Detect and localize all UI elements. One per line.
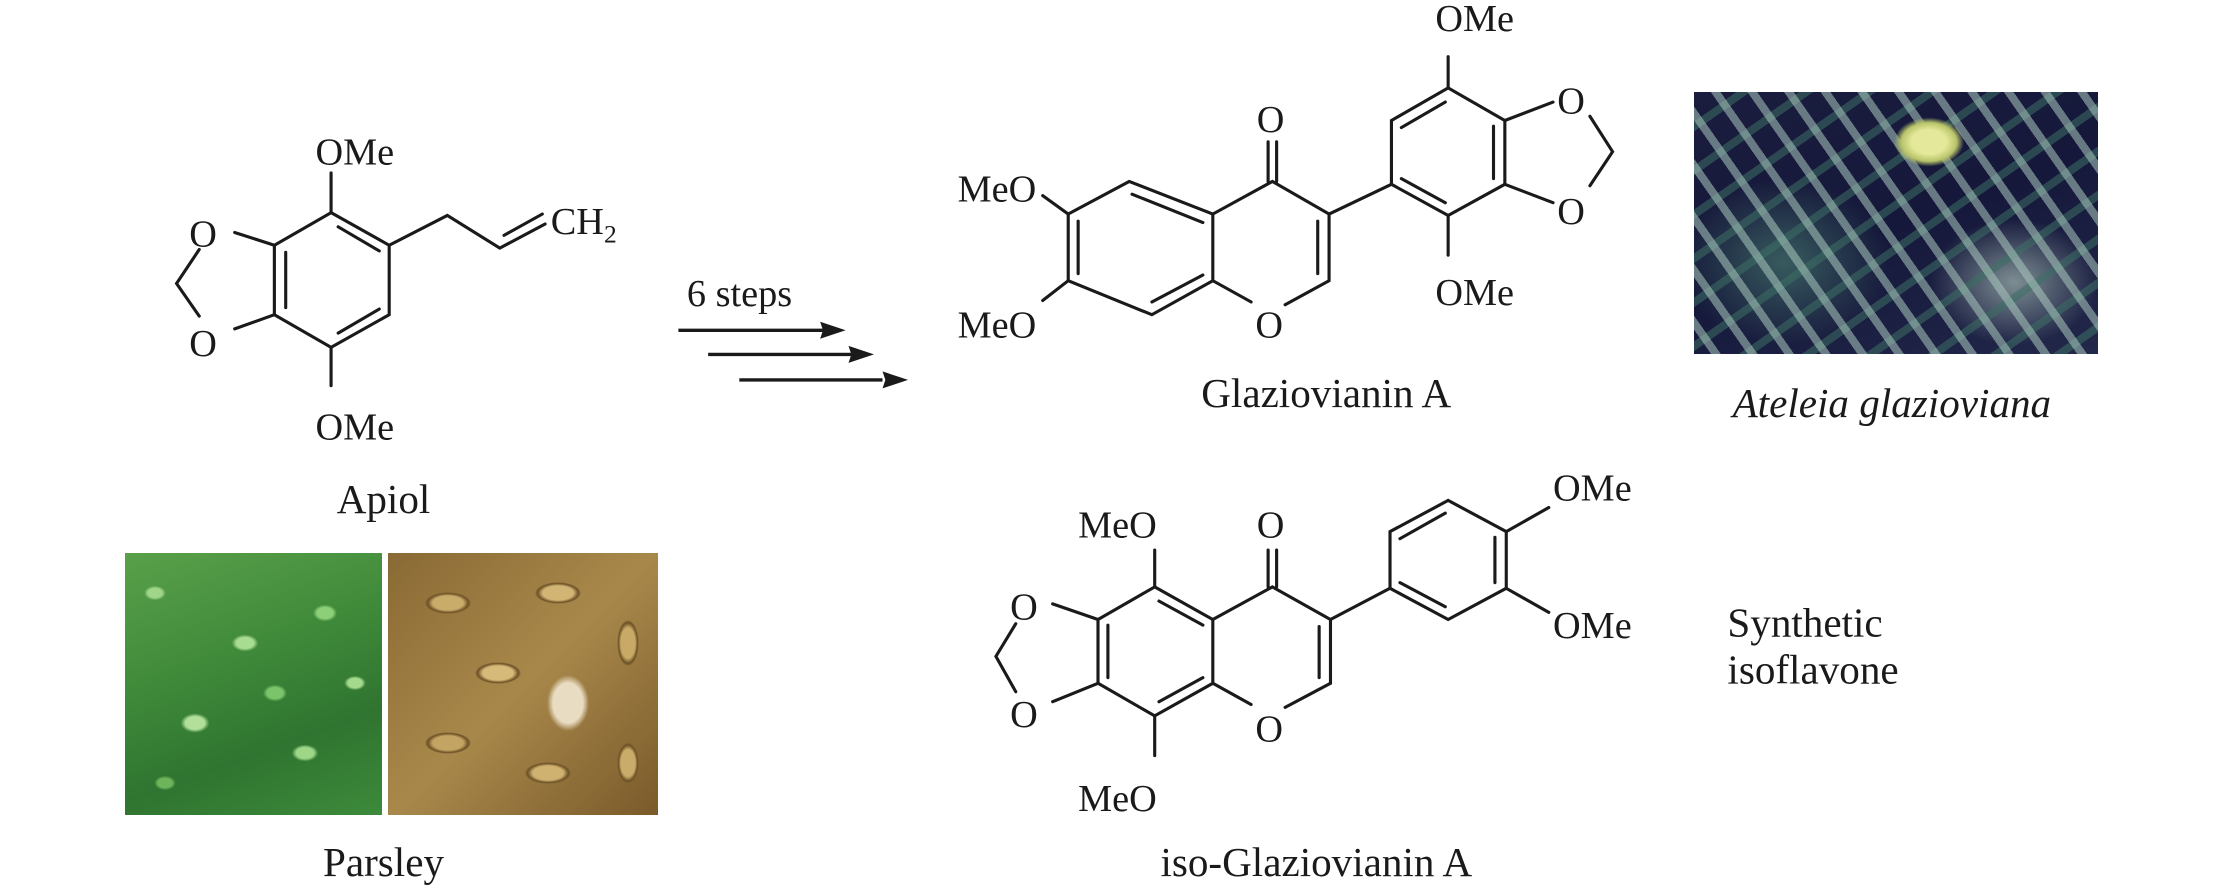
parsley-caption: Parsley: [323, 839, 444, 885]
glaz-bond: [1503, 182, 1555, 205]
apiol-ome-top: OMe: [315, 131, 394, 173]
iso-glaziovianin-a-caption: iso-Glaziovianin A: [1160, 839, 1472, 885]
apiol-o-lower: O: [189, 323, 217, 365]
glaz-carbonyl-o: O: [1257, 99, 1285, 141]
synthetic-note-line2: isoflavone: [1727, 646, 1898, 692]
glaz-ome-top: OMe: [1435, 0, 1514, 40]
iso-bond: [1051, 681, 1100, 704]
iso-carbonyl-o: O: [1257, 504, 1285, 546]
iso-carbonyl: [1266, 548, 1279, 589]
reaction-steps-label: 6 steps: [687, 273, 792, 315]
iso-double-bond: [1157, 676, 1205, 704]
glaziovianin-a-caption: Glaziovianin A: [1201, 370, 1451, 416]
apiol-ome-bottom: OMe: [315, 406, 394, 448]
glaz-double-bond: [1130, 192, 1205, 225]
apiol-double-bond: [336, 225, 381, 253]
apiol-o-upper: O: [189, 214, 217, 256]
glaz-a-ring: [1066, 179, 1215, 317]
glaz-b-ring: [1389, 86, 1507, 218]
glaz-meo-lower: MeO: [958, 304, 1037, 346]
apiol-bond: [233, 230, 276, 247]
ch-text: CH: [551, 201, 604, 243]
glaz-c-ring: [1211, 279, 1253, 304]
iso-bond: [1504, 505, 1551, 534]
glaz-biaryl-bond: [1327, 182, 1393, 216]
apiol-caption: Apiol: [337, 476, 431, 522]
iso-dioxole-o-upper: O: [1010, 586, 1038, 628]
glaz-double-bond: [1399, 100, 1447, 130]
iso-ring-o: O: [1255, 708, 1283, 750]
ateleia-caption: Ateleia glazioviana: [1730, 380, 2052, 426]
parsley-seeds-photo: [388, 553, 658, 815]
glaz-ring-o: O: [1255, 304, 1283, 346]
iso-double-bond: [1398, 511, 1447, 541]
arrow-head-icon: [820, 321, 846, 339]
glaziovianin-a-structure: O O MeO MeO OMe OMe O O: [958, 0, 1615, 346]
iso-bond: [1051, 602, 1100, 622]
iso-methylene: [994, 622, 1018, 694]
apiol-ring: [272, 210, 391, 350]
synthetic-note-line1: Synthetic: [1727, 600, 1882, 646]
glaz-dioxole-o-lower: O: [1557, 191, 1585, 233]
iso-meo-bottom: MeO: [1078, 778, 1157, 820]
iso-glaziovianin-a-structure: O O MeO MeO O O OMe OMe: [994, 467, 1632, 820]
iso-ome-lower: OMe: [1553, 605, 1632, 647]
ateleia-glazioviana-photo: [1694, 92, 2098, 354]
glaz-double-bond: [1399, 177, 1447, 205]
apiol-allyl: [387, 213, 547, 250]
iso-double-bond: [1157, 599, 1205, 627]
apiol-double-bond: [336, 307, 381, 335]
glaz-carbonyl: [1266, 140, 1279, 184]
iso-c-ring: [1211, 585, 1333, 709]
glaz-meo-upper: MeO: [958, 168, 1037, 210]
iso-a-ring: [1096, 585, 1215, 718]
glaz-bond: [1041, 279, 1070, 303]
reaction-arrows: 6 steps: [678, 273, 909, 389]
glaz-ome-bottom: OMe: [1435, 272, 1514, 314]
arrow-head-icon: [848, 345, 875, 363]
glaz-methylene: [1588, 114, 1615, 188]
glaz-bond: [1503, 100, 1555, 123]
iso-b-ring: [1388, 498, 1508, 622]
apiol-bond: [233, 313, 276, 331]
apiol-ch2: CH2: [551, 201, 617, 249]
iso-ome-upper: OMe: [1553, 467, 1632, 509]
arrow-head-icon: [882, 371, 909, 389]
apiol-structure: OMe OMe O O CH2: [174, 131, 617, 448]
iso-dioxole-o-lower: O: [1010, 694, 1038, 736]
glaz-bond: [1041, 194, 1070, 216]
apiol-double-bond: [502, 212, 544, 237]
glaz-double-bond: [1150, 273, 1205, 304]
glaz-dioxole-o-upper: O: [1557, 80, 1585, 122]
iso-bond: [1504, 586, 1551, 614]
iso-double-bond: [1398, 581, 1447, 609]
iso-meo-top: MeO: [1078, 504, 1157, 546]
glaz-c-ring: [1211, 179, 1331, 307]
parsley-leaves-photo: [125, 553, 382, 815]
apiol-methylene: [174, 247, 201, 318]
subscript-2: 2: [604, 219, 617, 248]
iso-c-ring: [1211, 681, 1253, 707]
iso-biaryl-bond: [1328, 586, 1392, 622]
